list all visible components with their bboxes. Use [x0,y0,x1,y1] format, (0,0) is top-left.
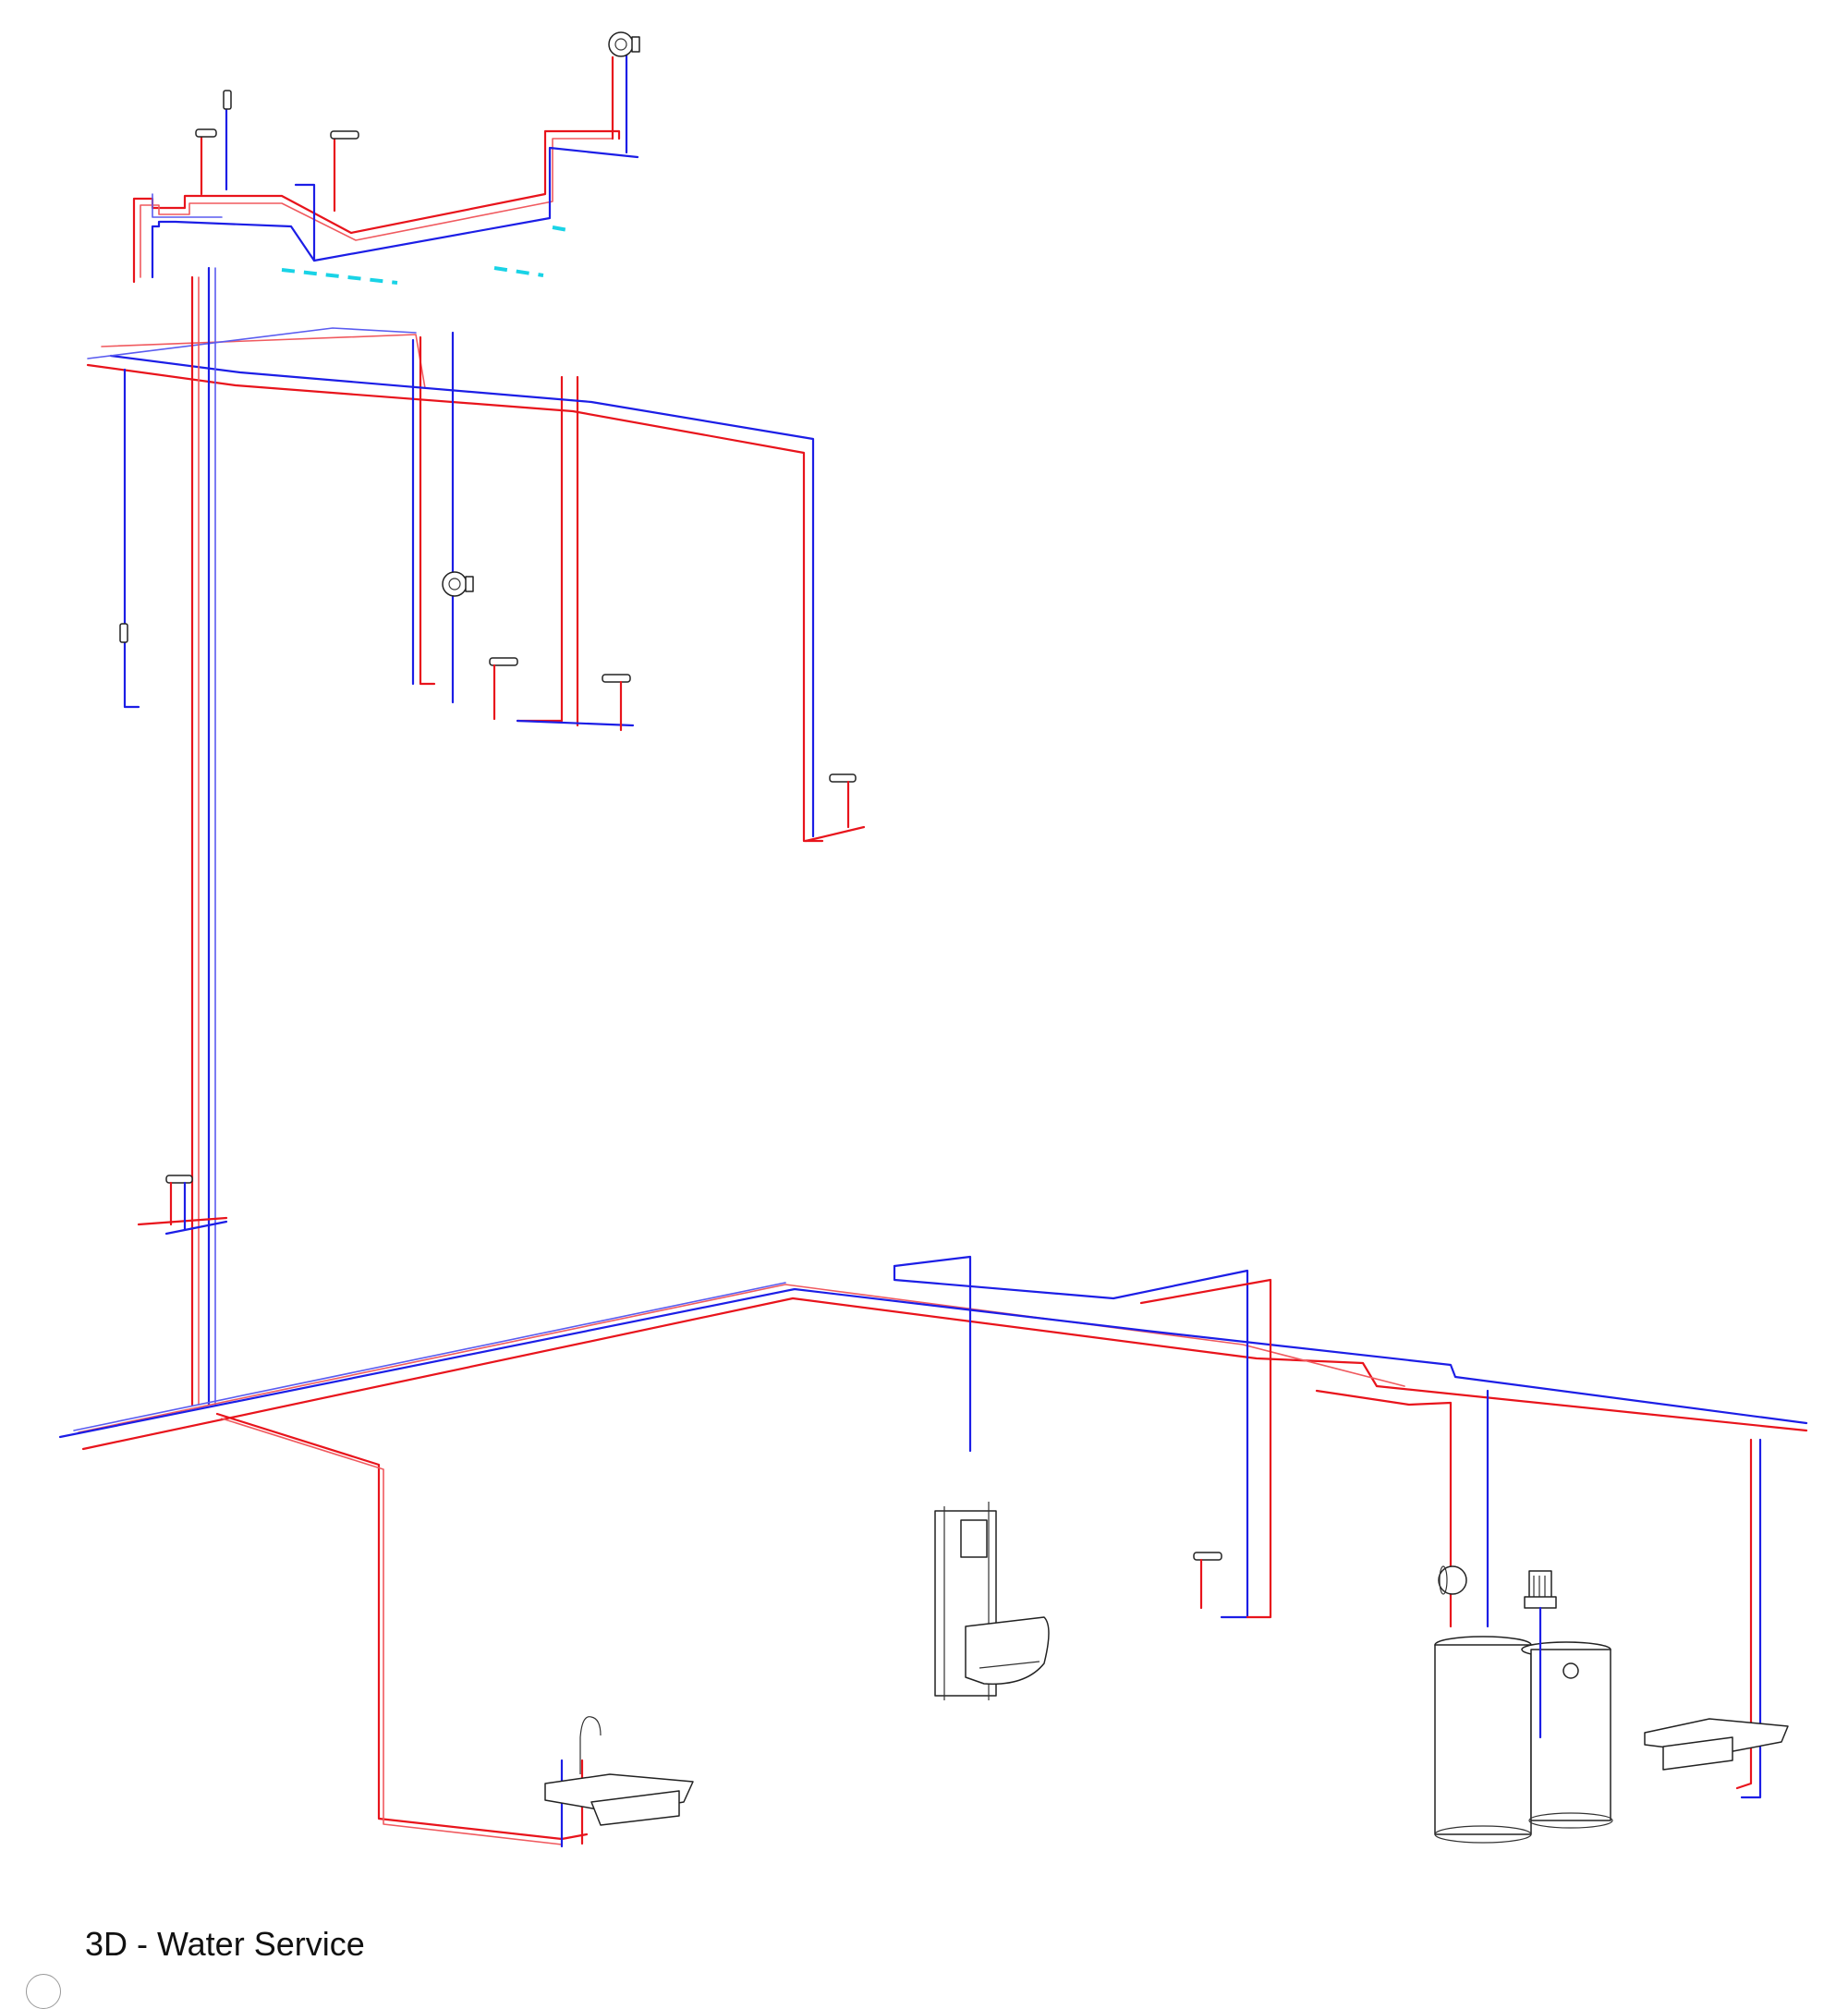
cold-branch-left [152,193,223,218]
basin-icon [1644,1718,1789,1771]
cold-main-ground [58,1287,1808,1439]
cold-branch-wc [893,1264,1249,1619]
hot-branch-right [1139,1278,1272,1619]
hot-water-cylinder-left-icon [1434,1636,1532,1844]
hot-main-mid-return [101,334,426,389]
wall-hung-toilet-icon [934,1502,1050,1700]
drawing-title: 3D - Water Service [85,1925,365,1963]
cold-main-mid [109,354,815,838]
tap-stub-5 [489,657,518,721]
view-marker-icon [26,1974,61,2009]
valve-icon-cylinder [1562,1662,1579,1679]
hot-main-ground-2 [78,1284,1405,1433]
marker-line-1 [281,268,398,285]
hot-drop-left [419,335,436,686]
cold-main-ground-2 [73,1282,786,1431]
hot-main-ground [81,1297,1808,1451]
main-riser [137,266,228,1406]
cold-main-mid-b [87,327,417,359]
tap-stub-7 [829,773,857,829]
hot-pipe-upper-loop [132,129,621,284]
tap-stub-8 [165,1175,193,1231]
tap-stub-6 [602,674,631,732]
hot-pipe-upper-loop-return [140,138,614,278]
hot-branch-right-to-tap [804,825,866,843]
cold-drop-left-short [123,368,140,709]
pump-icon [1524,1570,1557,1739]
hot-drop-b [516,375,564,723]
tap-stub-3 [223,90,232,110]
expansion-vessel-icon [1438,1565,1467,1595]
cold-branch-wc-upper [893,1255,972,1453]
valve-icon-mid [442,571,474,597]
hot-riser-basin [1735,1438,1753,1790]
hot-stub-riser-low [137,1216,228,1226]
hot-run-to-kitchen-sink [215,1412,589,1841]
tap-stub-9 [1193,1552,1222,1610]
cold-stub-mid [294,183,316,262]
tap-stub-4 [119,623,128,643]
tap-stub-2 [330,130,359,140]
hot-run-to-kitchen-sink-2 [221,1418,563,1845]
cold-stub-riser-low [164,1220,228,1236]
ground-floor-piping [58,1255,1808,1848]
tap-stub-1 [195,128,217,138]
marker-line-3 [552,225,574,233]
hot-branch-heaters [1315,1389,1453,1628]
marker-line-2 [493,266,544,277]
kitchen-sink-icon [544,1716,694,1826]
cold-pipe-upper-loop [151,146,639,279]
cold-riser-basin [1740,1438,1762,1799]
valve-icon-top [608,31,640,57]
cold-branch-lower [516,719,635,727]
upper-floor-piping [132,31,640,285]
middle-floor-piping [86,327,866,843]
